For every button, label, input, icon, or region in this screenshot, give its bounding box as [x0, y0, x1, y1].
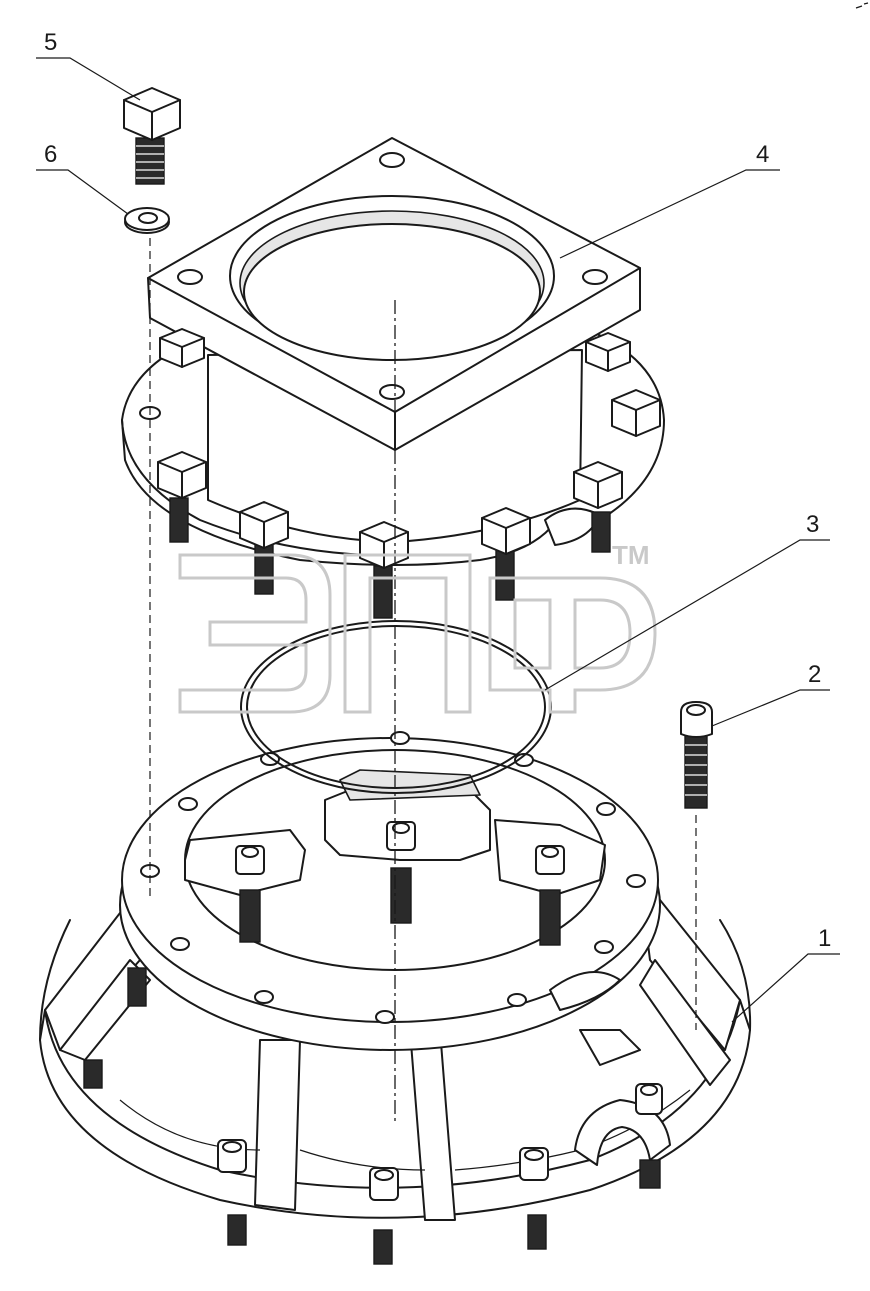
rib-left [254, 1039, 301, 1211]
flange-holes-part-1 [140, 731, 646, 1024]
callout-1: 1 [731, 925, 840, 1023]
part-5-hex-bolt [123, 87, 181, 185]
part-1-studs [83, 821, 663, 1265]
callout-4: 4 [559, 141, 780, 259]
callout-label-4: 4 [756, 141, 769, 168]
callout-label-3: 3 [806, 511, 819, 538]
part-6-washer [124, 207, 170, 234]
callout-label-2: 2 [808, 661, 821, 688]
part-1-housing [39, 731, 752, 1221]
callout-6: 6 [36, 141, 129, 215]
half-pipe-boss [574, 1099, 671, 1166]
corner-mark [855, 2, 869, 9]
watermark-trademark: TM [612, 540, 650, 570]
callout-2: 2 [711, 661, 830, 727]
callout-3: 3 [544, 511, 830, 691]
callout-label-6: 6 [44, 141, 57, 168]
watermark-logo: TM [178, 540, 657, 714]
part-2-socket-head-screw [680, 701, 713, 809]
callout-label-5: 5 [44, 29, 57, 56]
callout-5: 5 [36, 29, 141, 101]
callout-label-1: 1 [818, 925, 831, 952]
center-lines [149, 238, 697, 1125]
